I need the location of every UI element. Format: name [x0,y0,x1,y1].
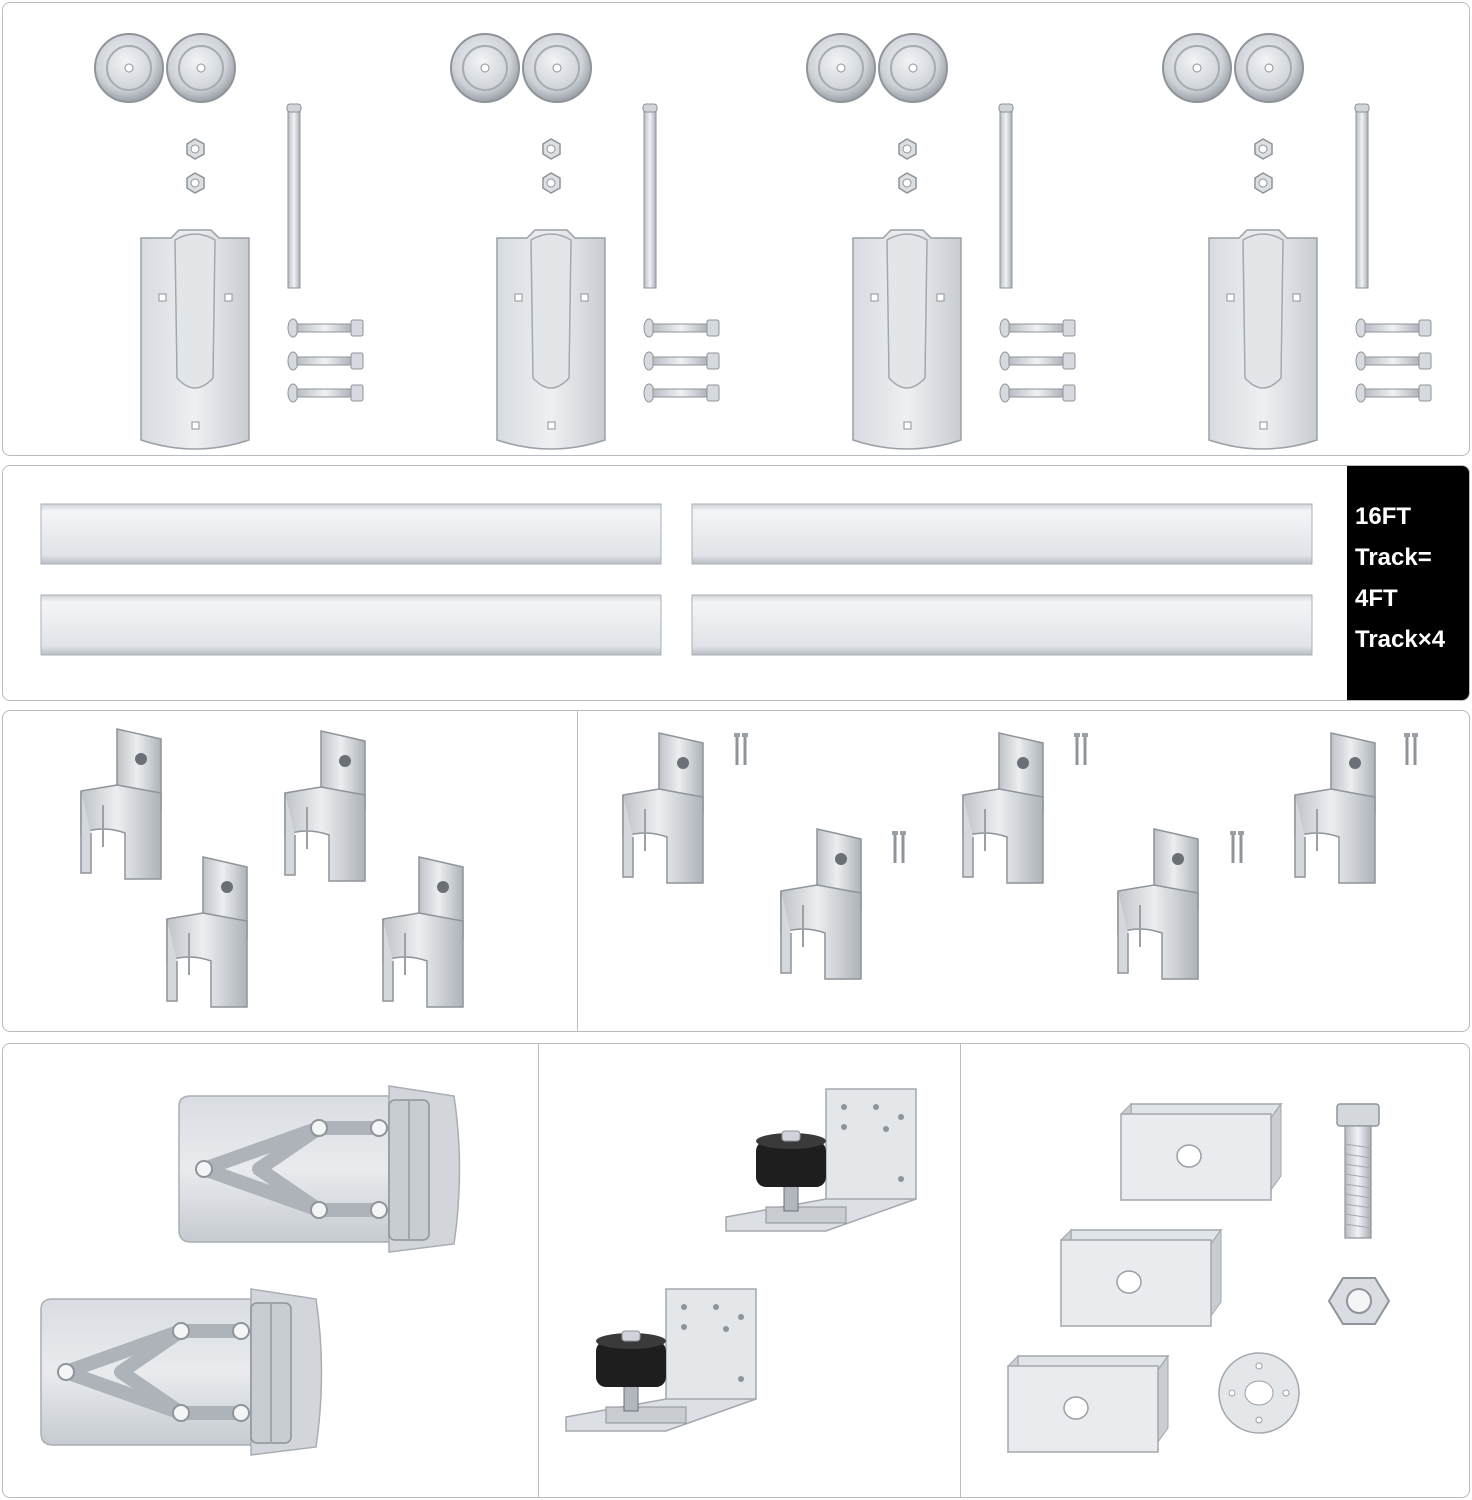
track-piece-3 [40,594,662,656]
track-piece-4 [691,594,1313,656]
floor-guide-2 [565,1288,757,1432]
label-line-4: Track×4 [1355,626,1446,653]
spacer-hinge-2 [41,1289,322,1455]
hanger-set-3 [807,34,1075,449]
joint-connector-3 [1007,1355,1169,1453]
hanger-set-1 [95,34,363,449]
end-stop-4 [382,856,464,1008]
accessory-illustrations [3,1044,1391,1498]
bracket-illustrations [80,728,1420,1008]
track-piece-2 [691,503,1313,565]
track-length-label: 16FT Track= 4FT Track×4 [1347,466,1469,700]
joint-bolt-shaft [1344,1125,1372,1239]
bracket-panel [2,710,1470,1032]
accessories-divider-2 [960,1044,961,1497]
accessories-divider-1 [538,1044,539,1497]
track-piece-1 [40,503,662,565]
wall-bracket-4 [1117,828,1199,980]
wall-bracket-5 [1294,732,1376,884]
label-line-2: Track= [1355,544,1432,571]
hanger-set-2 [451,34,719,449]
hanger-set-4 [1163,34,1431,449]
bracket-divider [577,711,578,1031]
track-panel: 16FT Track= 4FT Track×4 [2,465,1470,701]
end-stop-2 [284,730,366,882]
accessories-panel [2,1043,1470,1498]
joint-connector-2 [1060,1229,1222,1327]
joint-bolt-head [1336,1103,1380,1127]
end-stop-3 [166,856,248,1008]
wall-bracket-2 [780,828,862,980]
label-line-1: 16FT [1355,503,1412,530]
wall-bracket-3 [962,732,1044,884]
joint-connector-1 [1120,1103,1282,1201]
floor-guide-1 [725,1088,917,1232]
wall-bracket-1 [622,732,704,884]
label-line-3: 4FT [1355,585,1398,612]
end-stop-1 [80,728,162,880]
track-illustrations [40,503,1313,656]
hanger-illustrations [3,3,1470,456]
hanger-kit-panel [2,2,1470,456]
spacer-hinge-1 [179,1086,460,1252]
